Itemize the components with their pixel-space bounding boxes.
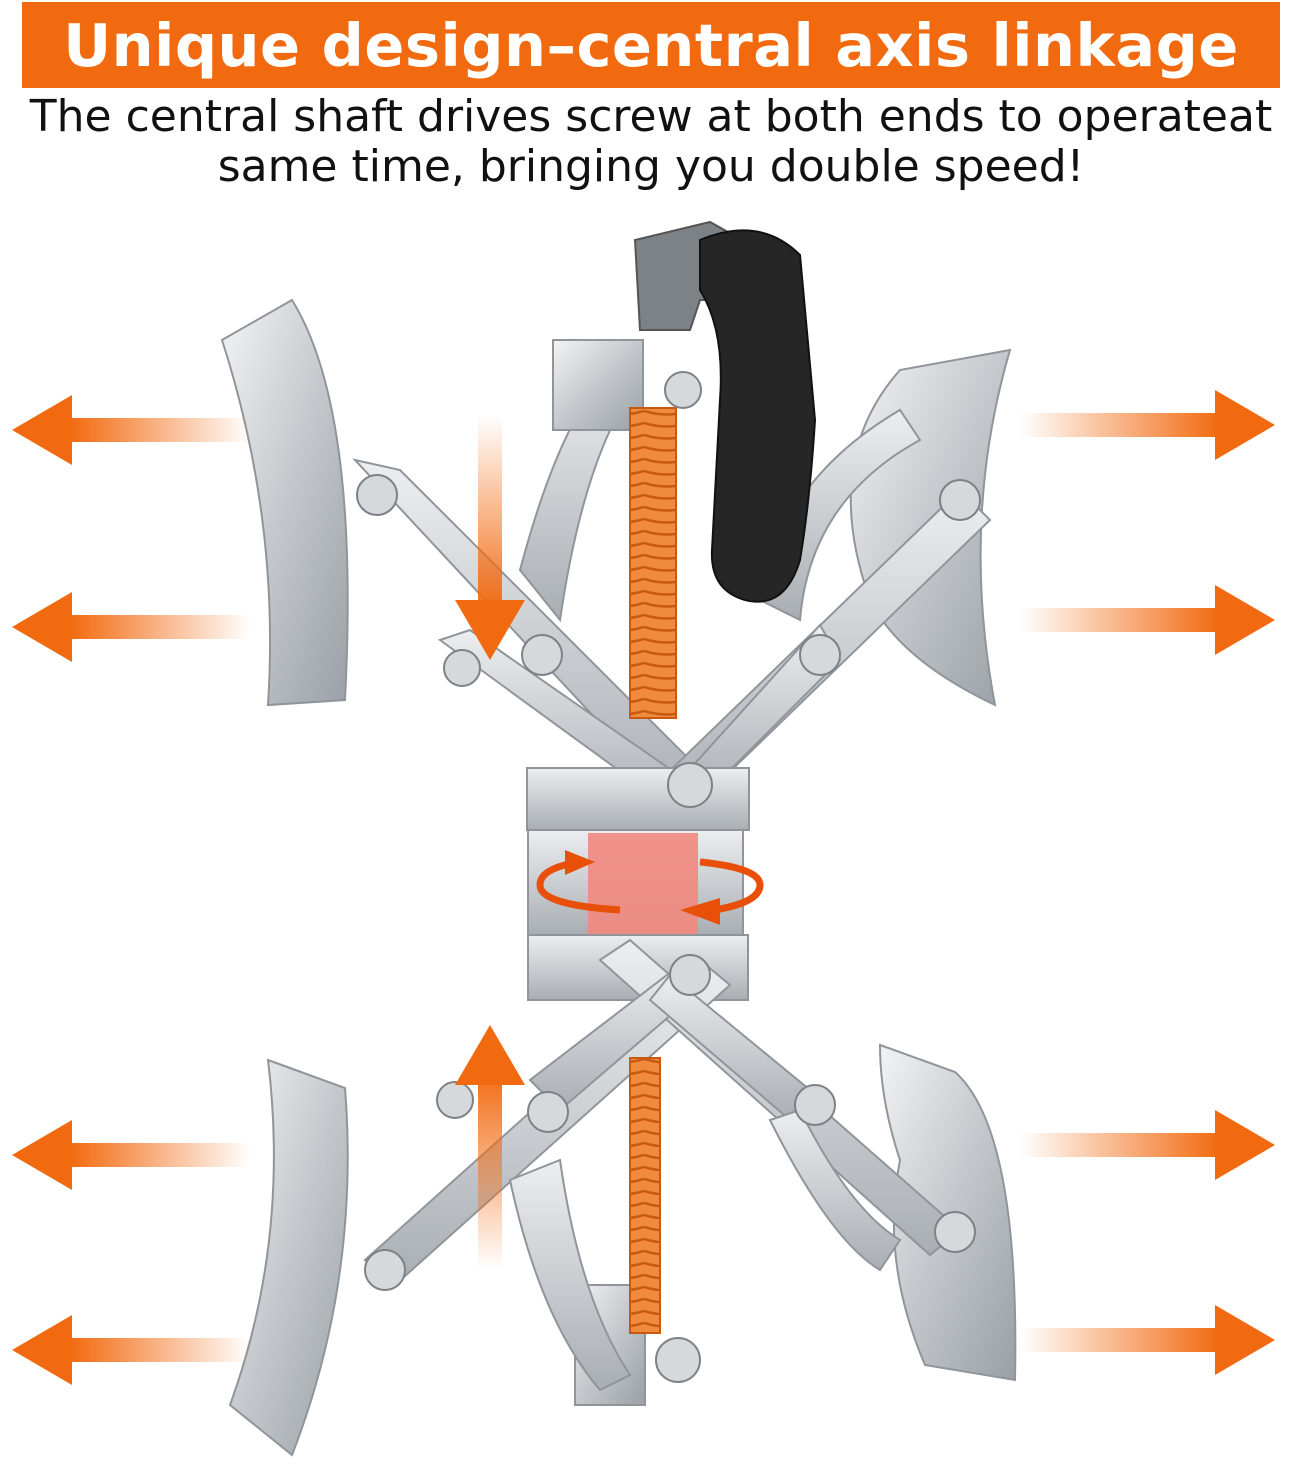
lower-left-pad: [228, 1058, 349, 1457]
arrow-right-icon: [1020, 1110, 1275, 1180]
arrow-right-icon: [1020, 1305, 1275, 1375]
upper-screw: [629, 407, 677, 719]
subtitle-line-2: same time, bringing you double speed!: [217, 141, 1085, 192]
upper-left-pad: [220, 298, 349, 707]
arrow-right-icon: [1020, 390, 1275, 460]
arrow-left-icon: [12, 1315, 250, 1385]
lower-scissor-arms: [363, 938, 962, 1392]
subtitle: The central shaft drives screw at both e…: [0, 92, 1302, 192]
arrow-left-icon: [12, 395, 250, 465]
pivot-bolts: [356, 371, 981, 1383]
subtitle-line-1: The central shaft drives screw at both e…: [29, 91, 1273, 142]
handle: [633, 220, 817, 603]
arrow-up-icon: [455, 1025, 525, 1270]
arrow-down-icon: [455, 415, 525, 660]
arrow-right-icon: [1020, 585, 1275, 655]
arrow-left-icon: [12, 592, 250, 662]
outward-arrows-left: [12, 395, 250, 1385]
lower-screw: [629, 1057, 661, 1334]
upper-housing: [526, 339, 750, 831]
page-title: Unique design–central axis linkage: [63, 10, 1239, 80]
rotor-highlight: [588, 833, 698, 935]
outward-arrows-right: [1020, 390, 1275, 1375]
rotation-arrow-icon: [536, 850, 764, 925]
title-banner: Unique design–central axis linkage: [22, 2, 1280, 88]
arrow-left-icon: [12, 1120, 250, 1190]
